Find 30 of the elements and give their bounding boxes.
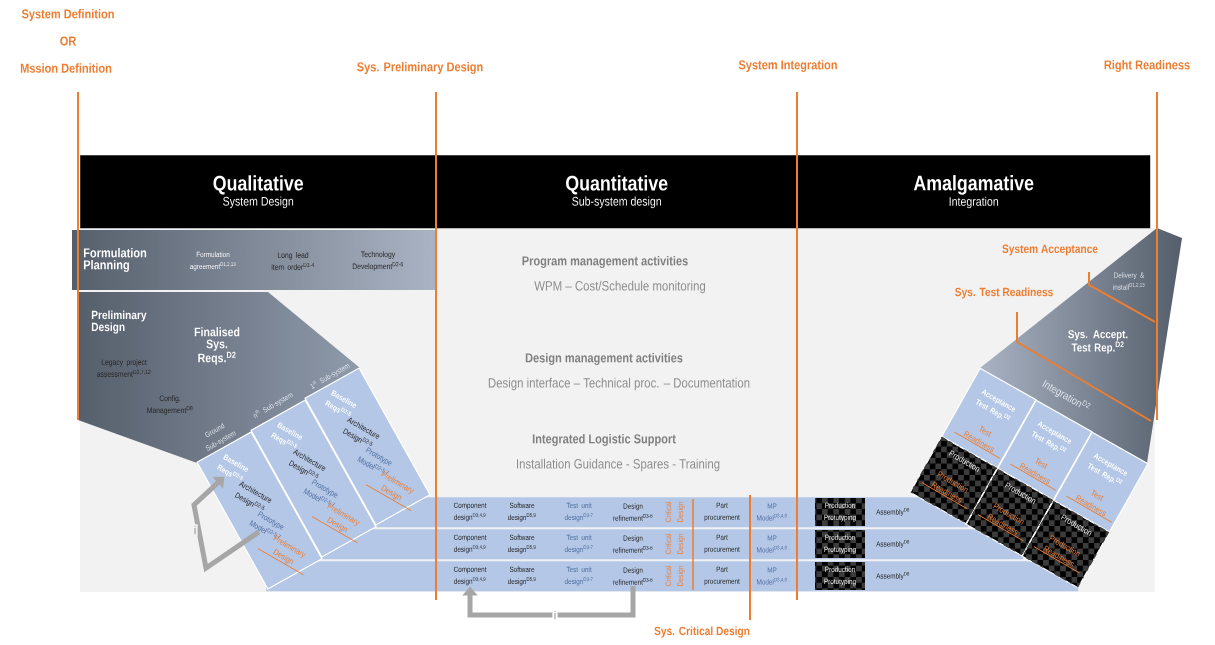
milestone-label: OR <box>60 36 77 46</box>
node-label: System Design <box>223 196 294 209</box>
requirements-label: Finalised Sys. Reqs.$^{D2}$ <box>194 327 240 365</box>
node-label: Integration <box>949 196 999 209</box>
milestone-label: System Definition <box>21 8 114 22</box>
node-label: Quantitative <box>566 175 668 195</box>
activity-heading: Design management activities <box>525 352 683 366</box>
activity-heading: Program management activities <box>522 255 688 269</box>
milestone-label: Mssion Definition <box>20 63 112 73</box>
milestone-label: System Acceptance <box>1002 244 1098 256</box>
iteration-arrow <box>462 585 636 618</box>
activity-heading: Integrated Logistic Support <box>532 433 676 447</box>
milestone-label: Right Readiness <box>1104 59 1190 73</box>
panel-heading: Preliminary Design <box>91 310 147 334</box>
report-label: Sys. Accept. Test Rep.$^{D2}$ <box>1068 330 1128 354</box>
iteration-arrow <box>191 476 261 573</box>
band-heading: Formulation Planning <box>83 247 147 273</box>
milestone-label: Sys. Preliminary Design <box>357 61 483 75</box>
activity-text: Design interface – Technical proc. – Documentation <box>488 377 750 391</box>
milestone-label: Sys. Test Readiness <box>955 287 1053 299</box>
node-label: Sub-system design <box>572 196 662 209</box>
node-label: Qualitative <box>213 175 304 195</box>
header-band: Amalgamative Integration <box>797 155 1151 229</box>
header-band: Quantitative Sub-system design <box>436 155 798 229</box>
activity-text: WPM – Cost/Schedule monitoring <box>534 280 705 294</box>
header-band: Qualitative System Design <box>80 155 437 229</box>
milestone-label: Sys. Critical Design <box>654 626 750 638</box>
node-label: Amalgamative <box>913 175 1034 195</box>
activity-text: Installation Guidance - Spares - Training <box>516 458 720 472</box>
milestone-label: System Integration <box>738 59 837 73</box>
